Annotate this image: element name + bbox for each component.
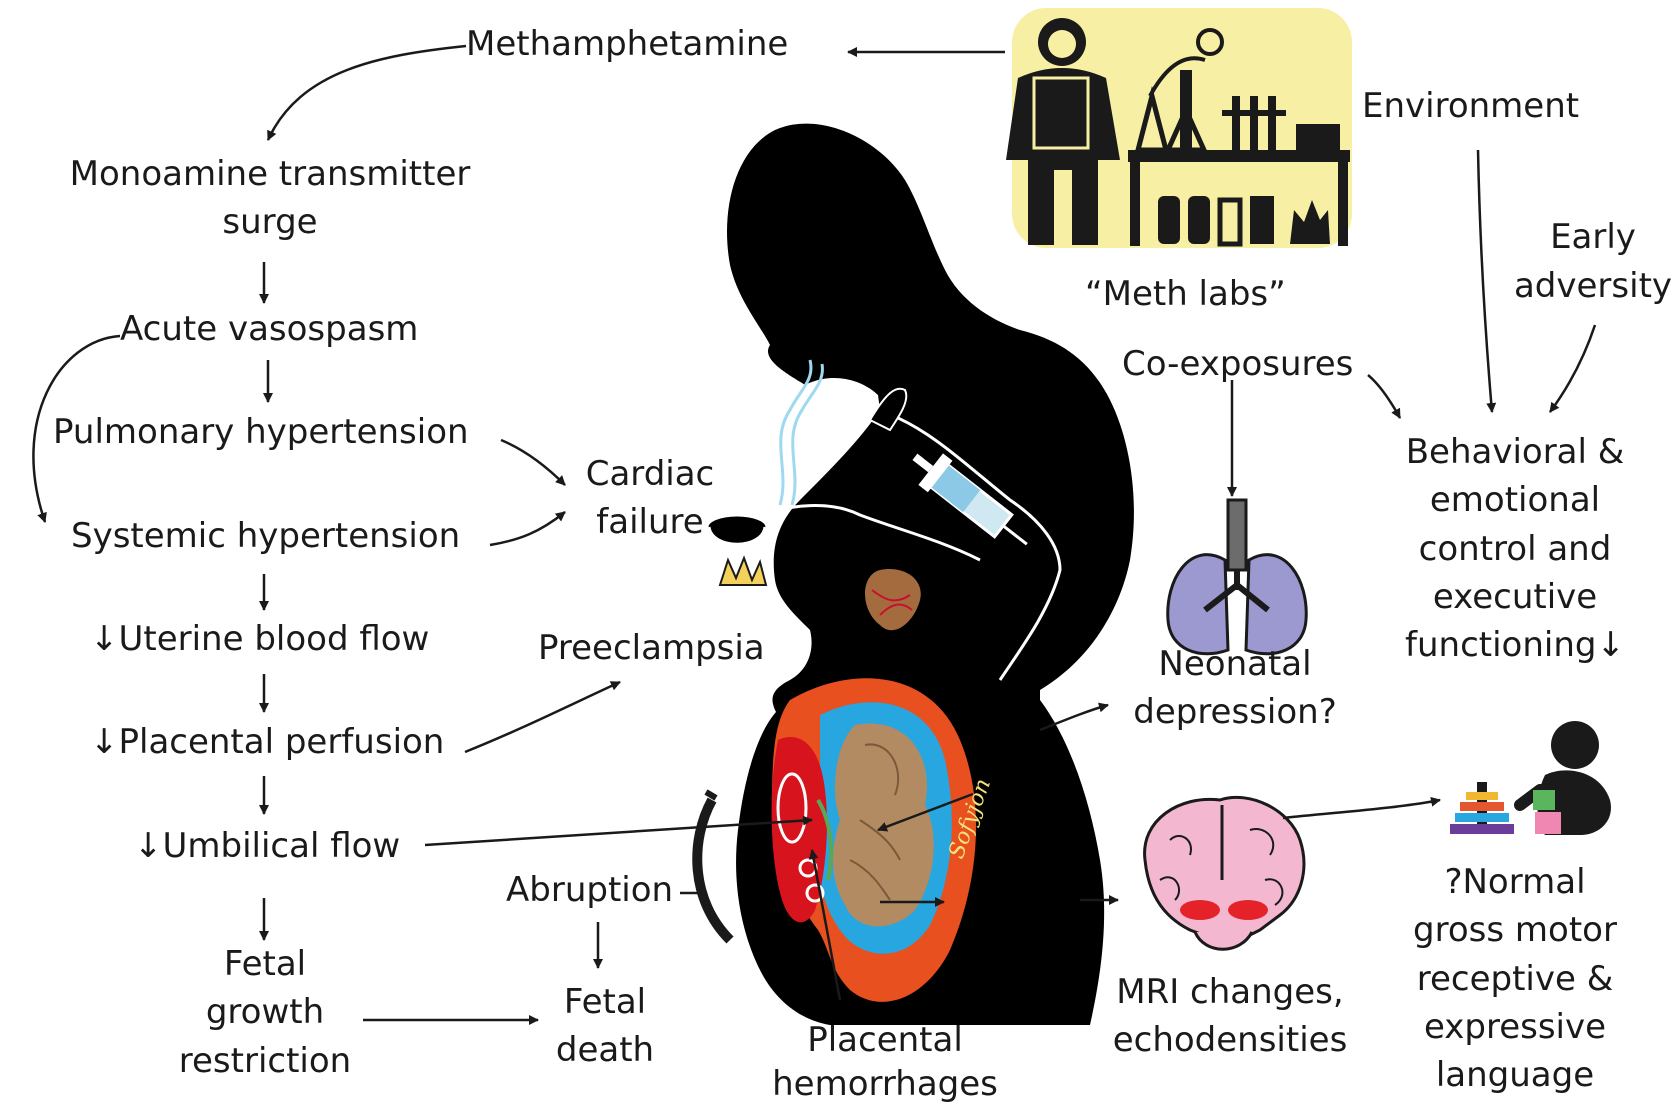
- crystal-icon: [720, 558, 766, 585]
- label-mri-changes: MRI changes, echodensities: [1095, 968, 1365, 1065]
- label-acute-vasospasm: Acute vasospasm: [120, 305, 418, 353]
- label-early-adversity: Early adversity: [1508, 213, 1678, 312]
- label-methamphetamine: Methamphetamine: [466, 20, 788, 68]
- label-preeclampsia: Preeclampsia: [538, 624, 765, 672]
- label-placental-perfusion: ↓Placental perfusion: [90, 718, 444, 766]
- label-fetal-growth-restriction: Fetal growth restriction: [150, 940, 380, 1085]
- label-umbilical-flow: ↓Umbilical flow: [134, 822, 400, 870]
- label-environment: Environment: [1362, 82, 1579, 130]
- label-pulmonary-hypertension: Pulmonary hypertension: [53, 408, 469, 456]
- label-abruption: Abruption: [506, 866, 673, 914]
- label-co-exposures: Co-exposures: [1122, 340, 1353, 388]
- label-meth-labs: “Meth labs”: [1085, 270, 1286, 318]
- label-cardiac-failure: Cardiac failure: [565, 450, 735, 547]
- label-placental-hemorrhages: Placental hemorrhages: [760, 1018, 1010, 1106]
- abdomen-bracket: [697, 800, 730, 940]
- label-behavioral-emotional: Behavioral & emotional control and execu…: [1395, 428, 1635, 669]
- label-language-outcome: ?Normal gross motor receptive & expressi…: [1395, 858, 1635, 1099]
- label-uterine-blood-flow: ↓Uterine blood flow: [90, 615, 429, 663]
- label-neonatal-depression: Neonatal depression?: [1115, 640, 1355, 737]
- lungs-icon: [1168, 500, 1306, 654]
- label-fetal-death: Fetal death: [545, 978, 665, 1075]
- brain-section-icon: [1145, 797, 1304, 949]
- toddler-with-stacking-toy-icon: [1450, 721, 1611, 835]
- meth-lab-icon: [1006, 8, 1352, 248]
- label-monoamine-surge: Monoamine transmitter surge: [60, 150, 480, 247]
- label-systemic-hypertension: Systemic hypertension: [71, 512, 460, 560]
